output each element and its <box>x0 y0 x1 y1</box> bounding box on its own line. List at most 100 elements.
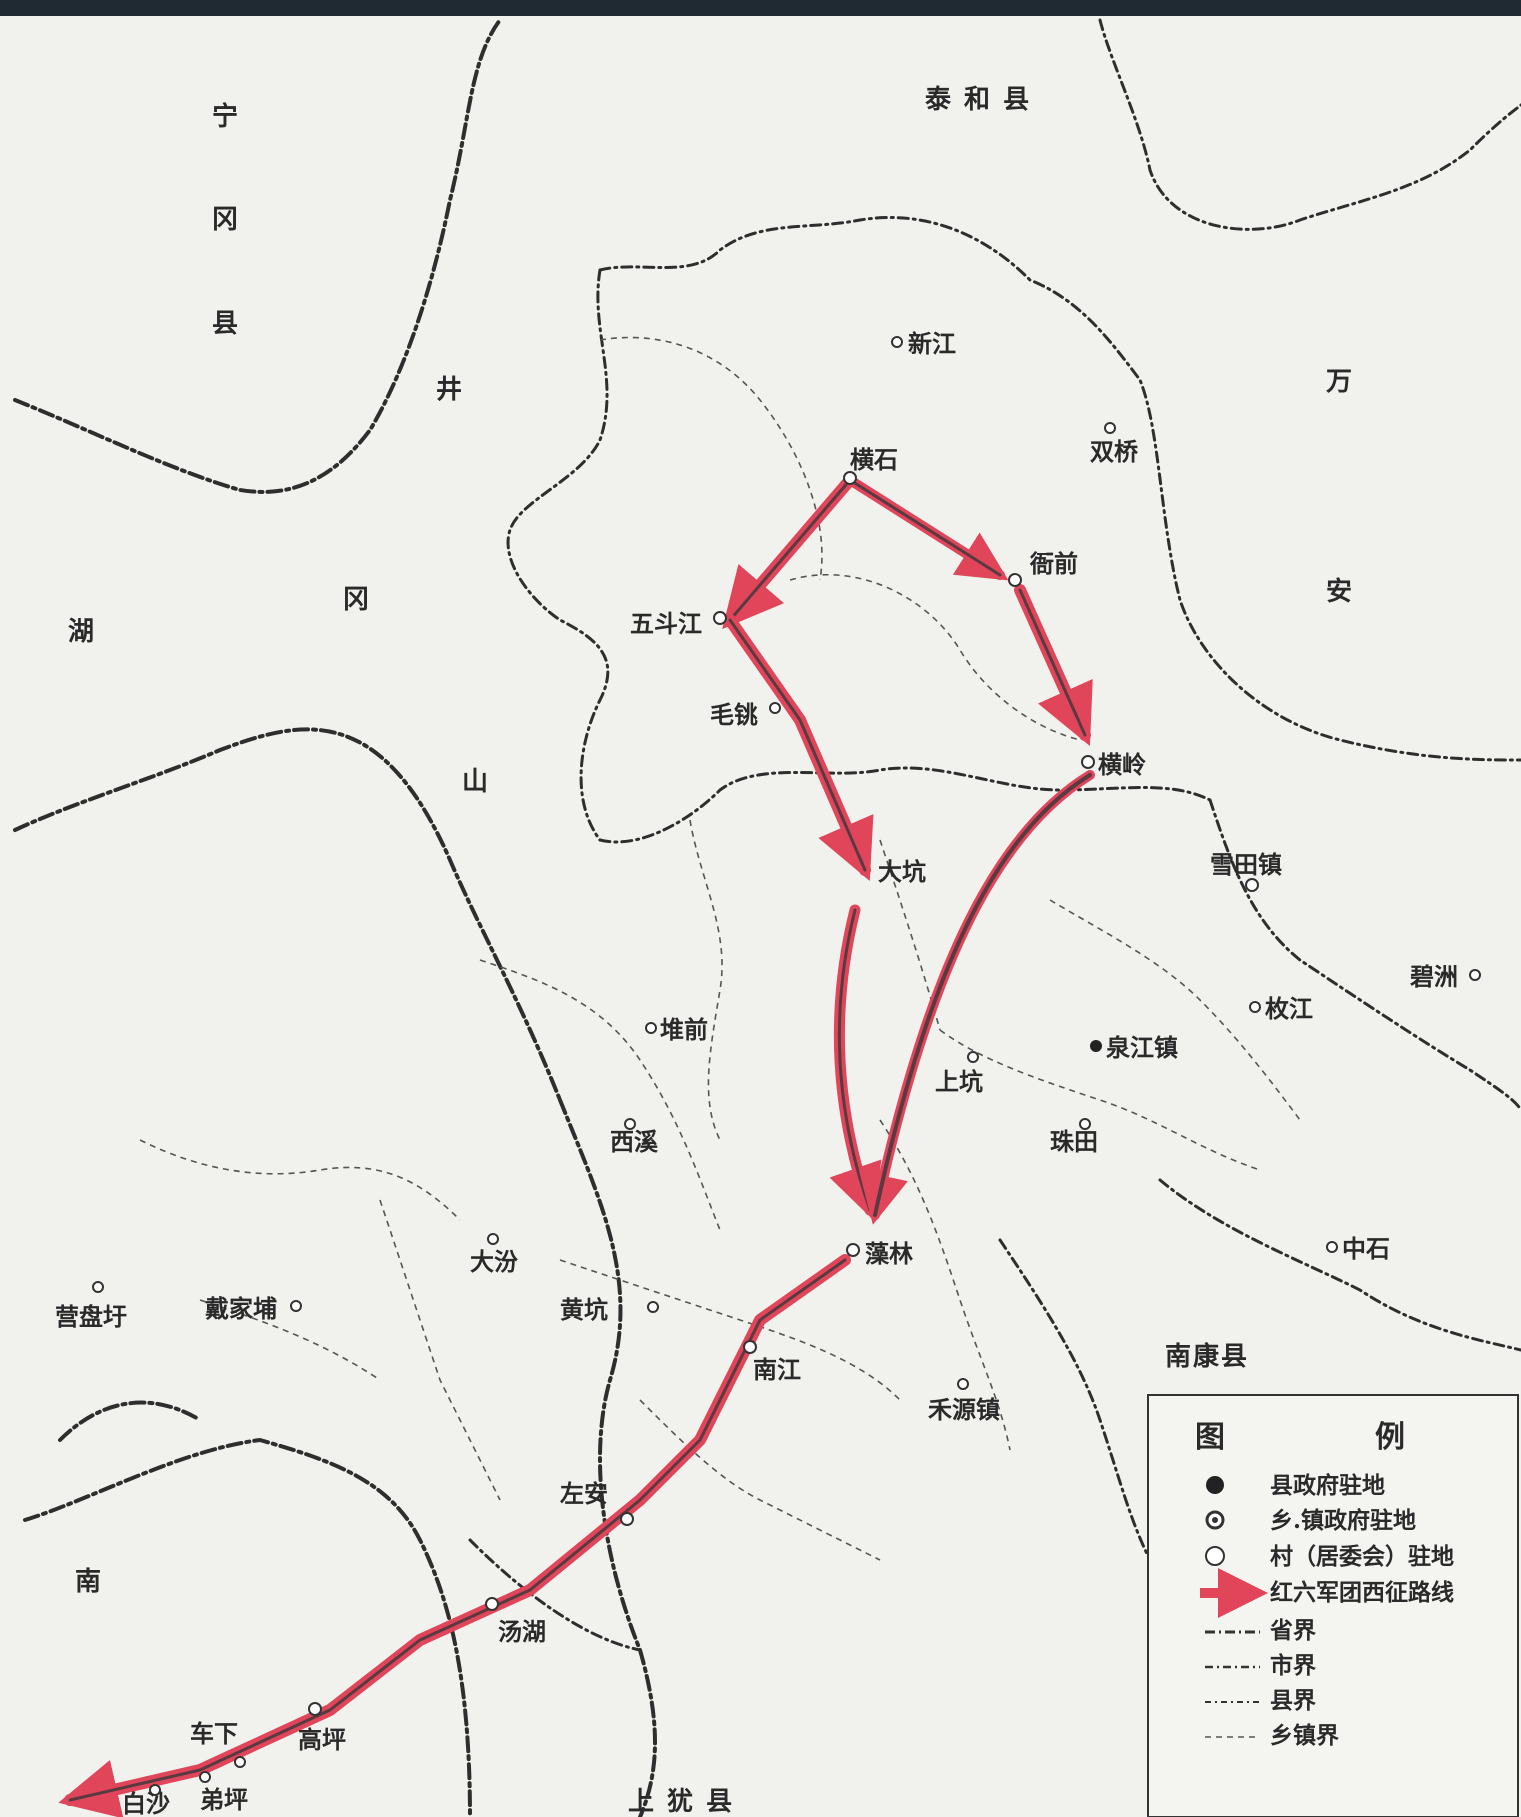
label-nankang: 南康县 <box>1165 1341 1249 1372</box>
village-marker <box>647 1301 659 1313</box>
label-chexia: 车下 <box>190 1719 238 1748</box>
label-quanjiang: 泉江镇 <box>1106 1033 1178 1062</box>
town-labels: 新江 双桥 横石 衙前 五斗江 毛铫 横岭 大坑 雪田镇 碧洲 枚江 堆前 泉江… <box>55 329 1458 1817</box>
legend-item-village: 村（居委会）驻地 <box>1270 1543 1454 1570</box>
township-marker <box>485 1597 499 1611</box>
label-hunan-1: 湖 <box>68 617 96 647</box>
label-zhijiang: 枚江 <box>1265 994 1313 1023</box>
label-tanghu: 汤湖 <box>498 1617 546 1646</box>
village-marker <box>149 1784 161 1796</box>
boundary-line <box>939 1029 1261 1171</box>
label-ninggang-1: 宁 <box>212 101 240 132</box>
label-yingpanyu: 营盘圩 <box>55 1302 127 1331</box>
township-marker <box>308 1702 322 1716</box>
label-shangyou: 上 犹 县 <box>628 1787 734 1817</box>
township-marker <box>846 1243 860 1257</box>
label-xuetian: 雪田镇 <box>1210 850 1282 879</box>
boundary-line <box>689 819 723 1141</box>
route-segment <box>58 1254 851 1817</box>
township-marker <box>92 1281 104 1293</box>
boundary-line <box>599 336 823 581</box>
region-labels: 泰 和 县 宁 冈 县 井 冈 山 万 安 湖 南 上 犹 县 南康县 <box>68 85 1354 1817</box>
boundary-line <box>598 216 1521 762</box>
red-army-route <box>58 474 1095 1817</box>
legend: 图 例 县政府驻地 乡.镇政府驻地 村（居委会）驻地 红六军团西征路线 省界 市… <box>1147 1394 1519 1817</box>
label-zhongshi: 中石 <box>1342 1234 1390 1263</box>
label-hengling: 横岭 <box>1098 750 1146 779</box>
boundary-line <box>558 1098 657 1817</box>
boundary-line <box>13 18 502 494</box>
legend-item-route: 红六军团西征路线 <box>1270 1579 1454 1606</box>
legend-item-township: 乡.镇政府驻地 <box>1270 1507 1416 1534</box>
label-bizhou: 碧洲 <box>1409 962 1458 991</box>
township-marker <box>620 1512 634 1526</box>
label-wanan-1: 万 <box>1326 367 1354 397</box>
boundary-line <box>139 1139 461 1221</box>
boundary-line <box>468 1538 642 1652</box>
label-heyuan: 禾源镇 <box>928 1395 1000 1424</box>
boundary-line <box>506 268 610 842</box>
legend-item-county: 县界 <box>1270 1687 1316 1714</box>
village-marker <box>891 336 903 348</box>
village-marker <box>199 1771 211 1783</box>
boundary-line <box>479 959 721 1231</box>
label-daijiapu: 戴家埔 <box>205 1294 277 1323</box>
label-taihe: 泰 和 县 <box>925 85 1031 115</box>
boundary-line <box>789 574 1081 741</box>
village-marker <box>957 1378 969 1390</box>
label-dakeng: 大坑 <box>878 857 926 886</box>
label-xinjiang: 新江 <box>908 329 956 358</box>
label-ninggang-3: 县 <box>212 309 240 339</box>
township-marker <box>713 611 727 625</box>
label-nanjiang: 南江 <box>753 1355 801 1384</box>
village-marker <box>1469 969 1481 981</box>
label-gaoping: 高坪 <box>298 1725 346 1754</box>
boundary-line <box>879 839 941 1031</box>
legend-title-1: 图 <box>1195 1420 1225 1455</box>
village-marker <box>290 1300 302 1312</box>
label-baisha: 白沙 <box>122 1789 170 1817</box>
label-maodu: 毛铫 <box>710 700 758 729</box>
township-boundaries <box>139 336 1301 1561</box>
boundary-line <box>13 727 562 1102</box>
village-marker <box>967 1051 979 1063</box>
label-zaolin: 藻林 <box>865 1239 913 1268</box>
boundary-line <box>58 1400 202 1442</box>
legend-box <box>1147 1394 1519 1817</box>
legend-item-province: 省界 <box>1269 1617 1316 1644</box>
boundary-line <box>1098 18 1521 231</box>
legend-item-city: 市界 <box>1270 1652 1316 1679</box>
boundary-line <box>1049 899 1301 1121</box>
boundary-line <box>598 766 1212 844</box>
label-dafen: 大汾 <box>470 1247 518 1276</box>
label-shangkeng: 上坑 <box>935 1067 983 1096</box>
village-marker <box>1008 573 1022 587</box>
county-seat-marker <box>1090 1040 1102 1052</box>
header-bar <box>0 0 1521 16</box>
legend-item-township-line: 乡镇界 <box>1270 1722 1339 1749</box>
label-zuoan: 左安 <box>560 1479 608 1508</box>
label-huangkeng: 黄坑 <box>560 1295 608 1324</box>
boundary-line <box>1208 798 1521 1112</box>
township-marker <box>1245 878 1259 892</box>
village-marker <box>645 1022 657 1034</box>
village-marker <box>487 1233 499 1245</box>
village-marker <box>1079 1118 1091 1130</box>
boundary-line <box>199 1299 381 1381</box>
label-jgs-2: 冈 <box>343 585 371 615</box>
province-boundaries <box>13 18 657 1817</box>
label-yaqian: 衙前 <box>1029 549 1078 578</box>
boundary-line <box>559 1259 901 1401</box>
village-marker <box>1326 1241 1338 1253</box>
boundary-line <box>379 1199 501 1501</box>
legend-item-county-seat: 县政府驻地 <box>1270 1472 1385 1499</box>
village-marker <box>234 1756 246 1768</box>
label-diping: 弟坪 <box>200 1785 248 1814</box>
route-segment <box>829 904 882 1221</box>
label-duiqian: 堆前 <box>660 1015 708 1044</box>
legend-village-symbol <box>1205 1546 1225 1566</box>
label-ninggang-2: 冈 <box>212 205 240 235</box>
label-xixi: 西溪 <box>610 1127 659 1156</box>
village-marker <box>1249 1001 1261 1013</box>
label-hengshi: 横石 <box>850 445 898 474</box>
